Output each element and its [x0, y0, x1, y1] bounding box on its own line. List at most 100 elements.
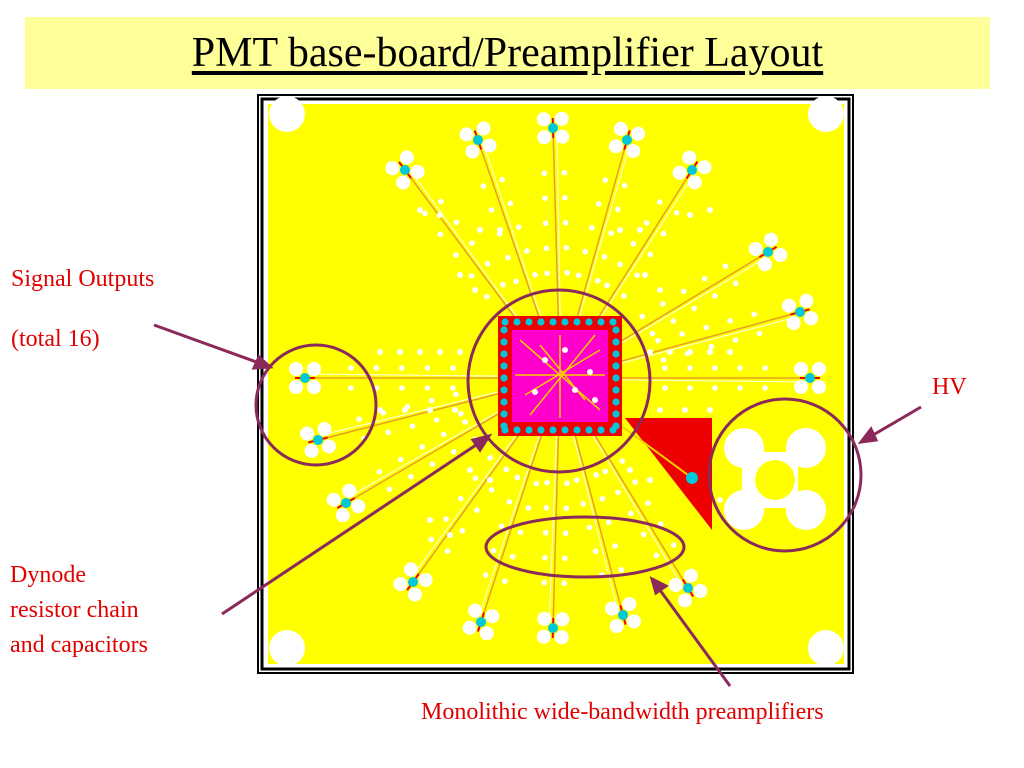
via: [619, 458, 626, 464]
callout-dynode-chain: [466, 288, 652, 474]
via: [398, 456, 404, 463]
via: [639, 313, 645, 320]
via: [707, 407, 713, 413]
via: [348, 385, 354, 391]
connector-pad: [536, 112, 551, 127]
connector-pad: [408, 587, 423, 602]
chip-pad: [513, 318, 521, 326]
connector-pad: [668, 577, 683, 592]
chip-pads: [500, 318, 620, 434]
via: [717, 497, 723, 503]
chip-pad: [537, 426, 545, 434]
via: [605, 519, 612, 526]
via: [507, 200, 514, 207]
chip-pad: [612, 362, 620, 370]
via: [602, 468, 609, 475]
via: [467, 467, 473, 473]
via: [428, 397, 435, 404]
via: [482, 572, 489, 578]
via: [647, 251, 654, 258]
via: [601, 254, 608, 260]
via: [604, 282, 610, 289]
via: [594, 277, 601, 284]
via: [599, 495, 606, 502]
via: [417, 207, 423, 213]
via: [562, 555, 568, 562]
via: [453, 252, 459, 258]
connector-pad: [289, 362, 303, 376]
via: [602, 177, 609, 183]
signal-output-connector: [536, 611, 570, 645]
connector-pad: [462, 620, 477, 635]
via: [621, 293, 627, 299]
via: [399, 365, 405, 371]
via: [386, 486, 393, 492]
via: [419, 444, 426, 450]
signal-connectors: [289, 111, 826, 645]
via: [524, 248, 530, 254]
signal-output-connector: [459, 121, 497, 159]
via: [682, 407, 688, 413]
connector-pad: [537, 130, 552, 145]
via: [453, 391, 459, 398]
connector-pad: [757, 257, 772, 272]
connector-pad: [555, 129, 570, 144]
signal-output-connector: [300, 422, 336, 458]
via: [450, 365, 456, 371]
chip-via: [592, 397, 598, 403]
via: [662, 365, 668, 371]
via: [727, 318, 733, 324]
signal-output-connector: [385, 150, 425, 190]
via: [712, 385, 718, 391]
connector-pad: [627, 614, 642, 629]
via: [427, 517, 433, 523]
via: [615, 206, 621, 213]
connector-pad: [608, 139, 623, 154]
via: [582, 248, 589, 255]
chip-pad: [500, 338, 508, 346]
via: [500, 281, 506, 288]
via: [612, 543, 618, 549]
via: [643, 220, 650, 226]
via: [617, 261, 623, 268]
label-signal-count: (total 16): [11, 326, 100, 352]
signal-output-connector: [462, 603, 500, 641]
via: [687, 385, 693, 391]
via: [542, 220, 549, 227]
via: [562, 219, 569, 226]
via: [457, 349, 463, 355]
via: [670, 542, 677, 548]
via: [737, 385, 743, 391]
via: [575, 272, 582, 279]
connector-pad: [799, 293, 814, 308]
signal-output-connector: [672, 150, 712, 190]
via: [468, 273, 475, 279]
via: [655, 337, 661, 344]
connector-pad: [482, 138, 497, 153]
chip-inner-traces: [515, 334, 605, 418]
via: [687, 212, 693, 218]
via: [580, 501, 586, 507]
connector-center-pad: [687, 165, 697, 175]
signal-output-connector: [608, 121, 646, 159]
label-dynode-line: and capacitors: [10, 632, 148, 658]
via: [712, 293, 718, 299]
connector-pad: [468, 603, 483, 618]
via: [564, 480, 570, 487]
chip-pad: [513, 426, 521, 434]
hv-connector: [724, 428, 826, 530]
chip-via: [587, 369, 593, 375]
chip-pad: [573, 318, 581, 326]
via: [453, 219, 460, 226]
connector-pad: [672, 165, 687, 180]
via: [762, 365, 768, 371]
connector-pad: [351, 499, 366, 514]
connector-pad: [342, 483, 357, 498]
connector-pad: [609, 619, 624, 634]
via: [647, 477, 653, 483]
via: [756, 330, 763, 337]
connector-pad: [300, 426, 315, 441]
via: [660, 301, 666, 307]
via: [660, 230, 667, 237]
via: [762, 385, 768, 391]
